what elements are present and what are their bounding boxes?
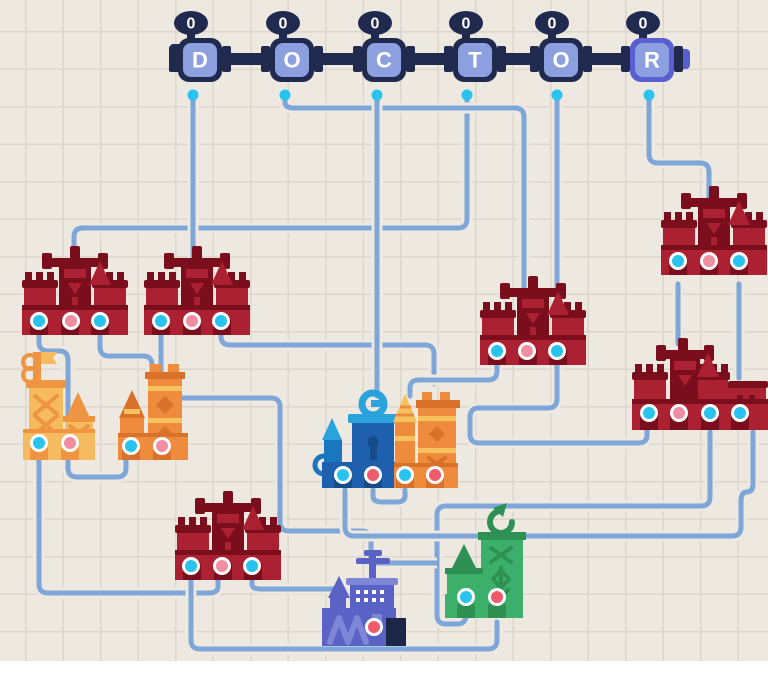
letter-D: D: [192, 48, 208, 73]
wire-node-C[interactable]: [371, 89, 383, 101]
letter-counter: 0: [371, 16, 380, 33]
wire-castle-red6-right-to-purple[interactable]: [249, 577, 341, 592]
letter-counter-bubble: [174, 11, 208, 35]
wire-halo-r-to-castle-red5: [643, 96, 715, 205]
castle-blue-port-rose[interactable]: [367, 469, 379, 481]
wire-node-O[interactable]: [551, 89, 563, 101]
castle-blue-port-cyan[interactable]: [337, 469, 349, 481]
castle-red-2-port-cyan[interactable]: [215, 315, 227, 327]
letter-tile-face-O[interactable]: [544, 43, 578, 77]
tile-socket-right: [314, 46, 323, 72]
letter-bar: 0D 0O 0C 0T 0O 0R: [169, 11, 690, 101]
wire-castle1-right-to-orange-left[interactable]: [97, 323, 155, 377]
castle-orange-mid-port-rose[interactable]: [429, 469, 441, 481]
letter-counter: 0: [462, 16, 471, 33]
letter-counter: 0: [187, 16, 196, 33]
wire-node-T[interactable]: [461, 89, 473, 101]
letter-counter: 0: [548, 16, 557, 33]
castle-orange-left-port-pink[interactable]: [156, 440, 168, 452]
wire-blue-rose-to-orange-mid-cyan[interactable]: [370, 487, 408, 505]
tile-socket-left: [530, 46, 539, 72]
wire-yellow-left-to-castle-red6[interactable]: [36, 449, 221, 596]
castle-red-5-port-pink[interactable]: [703, 255, 715, 267]
castle-red-6-port-cyan[interactable]: [185, 560, 197, 572]
port-layer: [30, 252, 749, 636]
letter-counter: 0: [639, 16, 648, 33]
wire-halo-o2-to-castle-red3: [279, 96, 530, 298]
castle-red-5-port-cyan[interactable]: [672, 255, 684, 267]
castle-yellow-port-pink[interactable]: [64, 437, 76, 449]
castle-red-5-port-cyan[interactable]: [733, 255, 745, 267]
wire-castle-red3-right-to-castle-red4[interactable]: [467, 353, 650, 446]
wire-t-to-castle1[interactable]: [71, 93, 470, 275]
castle-red-1-port-cyan[interactable]: [94, 315, 106, 327]
wire-castle-red3-left-to-orange-mid-cone[interactable]: [407, 353, 500, 399]
letter-C: C: [376, 48, 392, 73]
wire-castle2-right-to-orange-mid-tower[interactable]: [218, 323, 437, 387]
letter-counter: 0: [279, 16, 288, 33]
castle-red-1-port-cyan[interactable]: [33, 315, 45, 327]
letter-counter-bubble: [266, 11, 300, 35]
tile-socket-right: [222, 46, 231, 72]
castle-red-3-port-cyan[interactable]: [491, 345, 503, 357]
wire-blue-cyan-to-castle-red4-right[interactable]: [342, 429, 756, 539]
letter-tile-face-R[interactable]: [635, 43, 669, 77]
castle-red-3-port-pink[interactable]: [521, 345, 533, 357]
letter-counter-bubble: [535, 11, 569, 35]
letter-counter-bubble: [449, 11, 483, 35]
letter-T: T: [468, 48, 482, 73]
bottom-strip: [0, 661, 768, 676]
letter-O: O: [552, 48, 569, 73]
tile-socket-right: [406, 46, 415, 72]
tile-socket-right: [497, 46, 506, 72]
letter-R: R: [644, 48, 660, 73]
wire-halo-castle2-right-to-orange-mid-tower: [215, 326, 440, 384]
letter-tile-face-O[interactable]: [275, 43, 309, 77]
castle-yellow-port-cyan[interactable]: [33, 437, 45, 449]
castle-red-4-port-cyan[interactable]: [643, 407, 655, 419]
tile-socket-right: [583, 46, 592, 72]
castle-green[interactable]: [445, 503, 526, 618]
castle-red-6-port-pink[interactable]: [216, 560, 228, 572]
tile-socket-left: [169, 46, 178, 72]
tile-socket-left: [353, 46, 362, 72]
castle-blue[interactable]: [315, 393, 398, 488]
wire-node-O[interactable]: [279, 89, 291, 101]
wire-r-to-castle-red5[interactable]: [646, 93, 712, 208]
letter-tile-face-C[interactable]: [367, 43, 401, 77]
wire-node-D[interactable]: [187, 89, 199, 101]
castle-purple-port-rose[interactable]: [368, 621, 380, 633]
castle-red-4-port-pink[interactable]: [673, 407, 685, 419]
letter-O: O: [283, 48, 300, 73]
letter-tile-face-T[interactable]: [458, 43, 492, 77]
castle-red-6-port-cyan[interactable]: [246, 560, 258, 572]
castle-red-2-port-cyan[interactable]: [155, 315, 167, 327]
letter-counter-bubble: [626, 11, 660, 35]
wire-layer: [33, 93, 759, 655]
castle-red-4-port-cyan[interactable]: [704, 407, 716, 419]
castle-red-2-port-pink[interactable]: [186, 315, 198, 327]
wire-node-R[interactable]: [643, 89, 655, 101]
letter-bar-rail: [178, 53, 686, 65]
wire-castle-red6-left-to-green-rose[interactable]: [188, 577, 500, 652]
tile-socket-right: [674, 46, 683, 72]
letter-counter-bubble: [358, 11, 392, 35]
letter-tile-face-D[interactable]: [183, 43, 217, 77]
castle-red-4-port-cyan[interactable]: [734, 407, 746, 419]
tile-socket-left: [444, 46, 453, 72]
castle-orange-left-port-cyan[interactable]: [125, 440, 137, 452]
tile-socket-left: [261, 46, 270, 72]
castle-red-3-port-cyan[interactable]: [551, 345, 563, 357]
tile-socket-left: [621, 46, 630, 72]
castle-orange-mid-port-cyan[interactable]: [399, 469, 411, 481]
castle-green-port-cyan[interactable]: [460, 591, 472, 603]
wire-o2-to-castle-red3[interactable]: [282, 93, 527, 301]
wire-halo-t-to-castle1: [68, 96, 473, 272]
castle-green-port-rose[interactable]: [491, 591, 503, 603]
castle-red-1-port-pink[interactable]: [65, 315, 77, 327]
